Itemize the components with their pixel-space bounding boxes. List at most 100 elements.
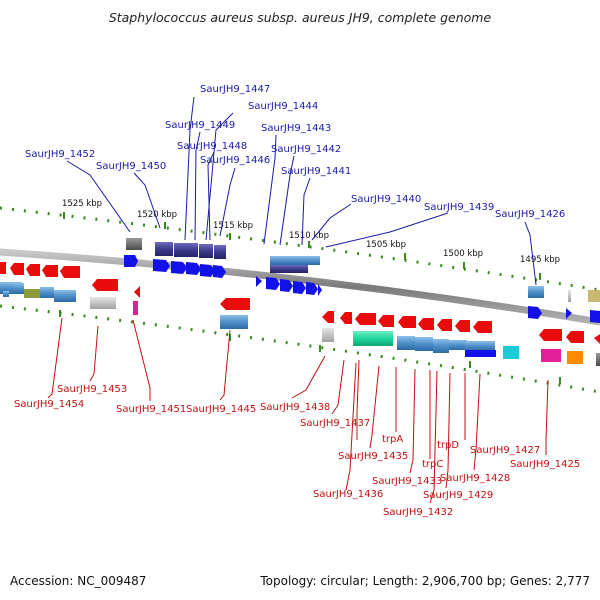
gene-label: SaurJH9_1446 xyxy=(200,155,270,166)
gene-label: SaurJH9_1432 xyxy=(383,507,453,518)
gene-label: trpA xyxy=(382,434,403,445)
kbp-label: 1515 kbp xyxy=(213,221,253,231)
forward-arrow xyxy=(266,277,280,290)
gene-block xyxy=(155,242,173,256)
gene-label: SaurJH9_1442 xyxy=(271,144,341,155)
forward-arrow xyxy=(171,261,187,274)
inner-tick-ring xyxy=(0,304,600,394)
forward-arrow xyxy=(256,276,262,287)
gene-label: SaurJH9_1445 xyxy=(186,404,256,415)
gene-label: SaurJH9_1447 xyxy=(200,84,270,95)
gene-label: SaurJH9_1451 xyxy=(116,404,186,415)
forward-arrow xyxy=(213,265,226,278)
gene-label: SaurJH9_1443 xyxy=(261,123,331,134)
forward-arrow xyxy=(280,279,293,292)
top-gene-blocks xyxy=(126,238,600,302)
reverse-arrow xyxy=(437,319,452,331)
forward-arrow xyxy=(200,264,215,277)
reverse-arrow xyxy=(10,263,24,275)
gene-label: SaurJH9_1425 xyxy=(510,459,580,470)
gene-block xyxy=(567,351,583,364)
forward-arrow xyxy=(124,255,138,267)
forward-arrow xyxy=(590,310,600,323)
gene-label: trpD xyxy=(437,440,459,451)
forward-arrow xyxy=(186,262,201,275)
outer-tick-ring xyxy=(0,206,600,292)
gene-label: SaurJH9_1450 xyxy=(96,161,166,172)
gene-label: SaurJH9_1444 xyxy=(248,101,318,112)
gene-block xyxy=(14,283,24,294)
gene-block xyxy=(270,265,308,273)
gene-label: SaurJH9_1429 xyxy=(423,490,493,501)
accession-text: Accession: NC_009487 xyxy=(10,574,146,588)
gene-label: SaurJH9_1435 xyxy=(338,451,408,462)
reverse-arrow xyxy=(60,266,80,278)
gene-label: SaurJH9_1439 xyxy=(424,202,494,213)
forward-arrow xyxy=(306,282,318,295)
reverse-arrow xyxy=(355,313,376,325)
reverse-arrow xyxy=(566,331,584,343)
gene-block xyxy=(174,243,198,257)
top-labels: SaurJH9_1447 SaurJH9_1444 SaurJH9_1449 S… xyxy=(25,84,565,220)
gene-block xyxy=(24,289,40,298)
reverse-arrow xyxy=(455,320,470,332)
gene-block xyxy=(214,245,226,259)
gene-label: SaurJH9_1448 xyxy=(177,141,247,152)
gene-label: SaurJH9_1427 xyxy=(470,445,540,456)
gene-block xyxy=(54,290,76,302)
reverse-arrow xyxy=(42,265,58,277)
gene-label: SaurJH9_1454 xyxy=(14,399,84,410)
reverse-arrow xyxy=(26,264,40,276)
gene-block xyxy=(528,286,544,298)
reverse-arrow xyxy=(0,262,6,274)
reverse-arrow xyxy=(322,311,334,323)
reverse-arrow xyxy=(92,279,118,291)
map-title: Staphylococcus aureus subsp. aureus JH9,… xyxy=(109,10,492,25)
kbp-label: 1500 kbp xyxy=(443,249,483,259)
inner-gene-blocks xyxy=(0,282,600,366)
kbp-scale: 1525 kbp 1520 kbp 1515 kbp 1510 kbp 1505… xyxy=(62,199,560,265)
gene-block xyxy=(322,328,334,342)
gene-block xyxy=(465,341,495,351)
reverse-arrow xyxy=(594,334,600,344)
gene-block xyxy=(588,290,600,302)
gene-block xyxy=(415,337,433,351)
bottom-label-leaders xyxy=(47,317,549,504)
forward-arrows xyxy=(124,255,600,323)
gene-label: SaurJH9_1441 xyxy=(281,166,351,177)
genome-backbone xyxy=(0,248,600,326)
gene-label: SaurJH9_1426 xyxy=(495,209,565,220)
gene-label: SaurJH9_1449 xyxy=(165,120,235,131)
gene-label: trpC xyxy=(422,459,443,470)
reverse-arrows xyxy=(0,262,600,344)
gene-label: SaurJH9_1436 xyxy=(313,489,383,500)
gene-block xyxy=(40,287,54,298)
gene-block xyxy=(596,353,600,366)
forward-arrow xyxy=(153,259,170,272)
top-label-leaders xyxy=(66,96,537,286)
reverse-arrow xyxy=(539,329,562,341)
kbp-label: 1505 kbp xyxy=(366,240,406,250)
bottom-labels: SaurJH9_1453 SaurJH9_1454 SaurJH9_1451 S… xyxy=(14,384,580,518)
gene-label: SaurJH9_1437 xyxy=(300,418,370,429)
gene-label: SaurJH9_1428 xyxy=(440,473,510,484)
kbp-label: 1520 kbp xyxy=(137,210,177,220)
gene-block xyxy=(568,290,571,302)
gene-block xyxy=(126,238,142,250)
gene-block xyxy=(90,297,116,309)
reverse-arrow xyxy=(473,321,492,333)
gene-block xyxy=(3,291,9,297)
gene-block xyxy=(503,346,519,359)
major-ticks xyxy=(59,212,561,384)
gene-block xyxy=(270,256,320,265)
kbp-label: 1510 kbp xyxy=(289,231,329,241)
reverse-arrow xyxy=(378,315,394,327)
kbp-label: 1525 kbp xyxy=(62,199,102,209)
gene-label: SaurJH9_1438 xyxy=(260,402,330,413)
gene-block xyxy=(465,350,496,357)
gene-block xyxy=(220,315,248,329)
reverse-arrow xyxy=(220,298,250,310)
gene-block xyxy=(353,331,393,346)
gene-block xyxy=(199,244,213,258)
topology-text: Topology: circular; Length: 2,906,700 bp… xyxy=(259,574,590,588)
